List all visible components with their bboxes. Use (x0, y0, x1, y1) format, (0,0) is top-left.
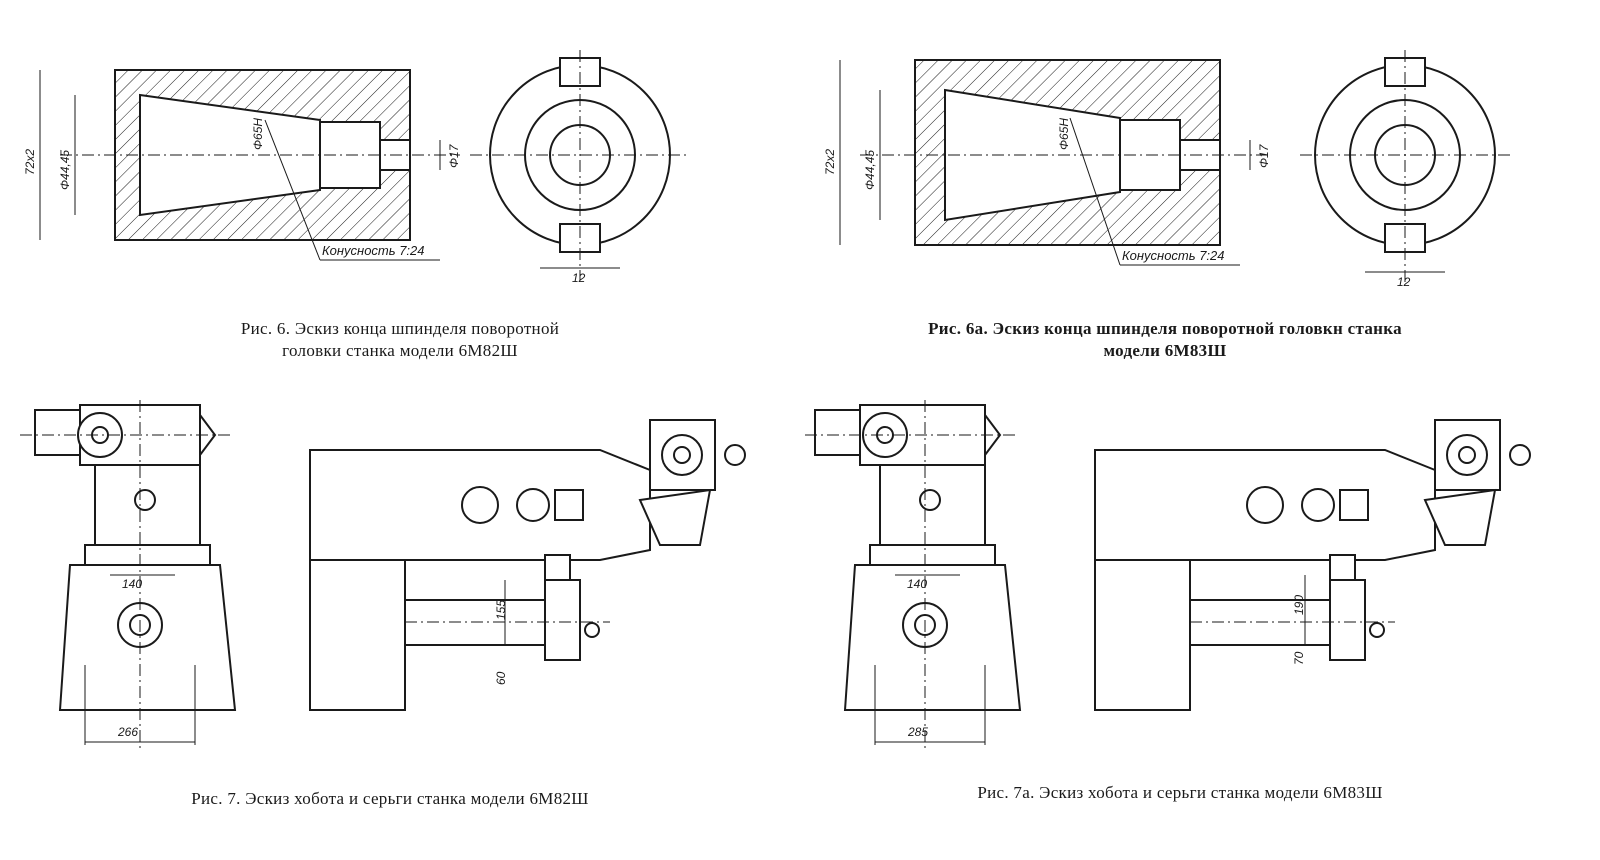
dim-d65: Φ65Н (1057, 118, 1071, 150)
dim-d65: Φ65Н (251, 118, 265, 150)
dim-285: 285 (907, 725, 928, 739)
caption-fig6a-line1: Рис. 6а. Эскиз конца шпинделя поворотной… (928, 319, 1402, 338)
figure-7: 140 266 155 60 Рис. 7. Эскиз хобота и се… (0, 380, 800, 860)
dim-140: 140 (122, 577, 142, 591)
figure-6a-drawing: 72x2 Φ44,45 Φ65Н Φ17 Конусность 7:24 12 (823, 50, 1510, 289)
caption-fig7: Рис. 7. Эскиз хобота и серьги станка мод… (191, 789, 589, 808)
overarm-front-view-7a (1094, 419, 1531, 711)
dim-155: 155 (494, 600, 508, 620)
caption-fig6-line1: Рис. 6. Эскиз конца шпинделя поворотной (240, 319, 560, 338)
spindle-section-6a (914, 59, 1221, 246)
dim-266: 266 (117, 725, 138, 739)
figure-7a-drawing: 140 285 190 70 (805, 400, 1531, 750)
figure-6: 72x2 Φ44,45 Φ65Н Φ17 Конусность 7:24 12 … (0, 0, 800, 380)
dim-12: 12 (572, 271, 586, 285)
figure-7a: 140 285 190 70 Рис. 7а. Эскиз хобота и с… (800, 380, 1600, 860)
figure-6a: 72x2 Φ44,45 Φ65Н Φ17 Конусность 7:24 12 … (800, 0, 1600, 380)
dim-12: 12 (1397, 275, 1411, 289)
dim-60: 60 (494, 671, 508, 685)
caption-fig7a: Рис. 7а. Эскиз хобота и серьги станка мо… (977, 783, 1383, 802)
dim-72x2: 72x2 (823, 149, 837, 175)
dim-d44: Φ44,45 (58, 150, 72, 190)
caption-fig6a: Рис. 6а. Эскиз конца шпинделя поворотной… (825, 318, 1505, 362)
dim-70: 70 (1292, 651, 1306, 665)
dim-d17: Φ17 (447, 143, 461, 168)
dim-d44: Φ44,45 (863, 150, 877, 190)
caption-fig6-line2: головки станка модели 6М82Ш (282, 341, 518, 360)
dim-190: 190 (1292, 595, 1306, 615)
head-side-view-7a (814, 404, 1022, 711)
dim-72x2: 72x2 (23, 149, 37, 175)
overarm-front-view-7 (309, 419, 746, 711)
taper-label: Конусность 7:24 (1122, 248, 1225, 263)
caption-fig6a-line2: модели 6М83Ш (1103, 341, 1227, 360)
figure-6-drawing: 72x2 Φ44,45 Φ65Н Φ17 Конусность 7:24 12 (23, 50, 690, 285)
dim-d17: Φ17 (1257, 143, 1271, 168)
figure-7-drawing: 140 266 155 60 (20, 400, 746, 750)
head-side-view-7 (34, 404, 237, 711)
caption-fig6: Рис. 6. Эскиз конца шпинделя поворотной … (150, 318, 650, 362)
dim-140: 140 (907, 577, 927, 591)
taper-label: Конусность 7:24 (322, 243, 425, 258)
